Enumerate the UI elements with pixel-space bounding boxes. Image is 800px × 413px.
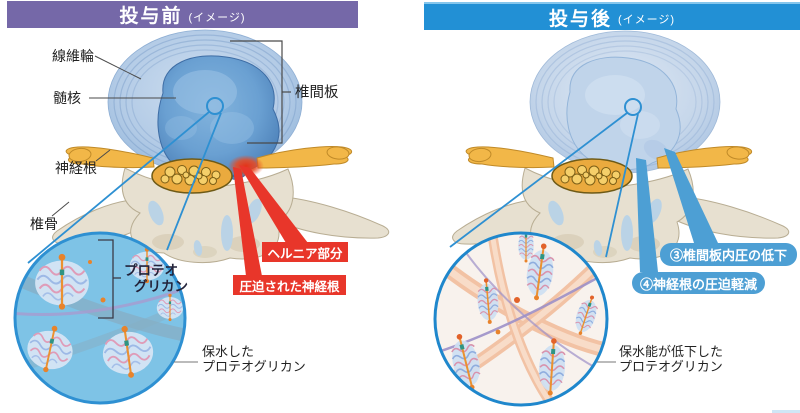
- callout-compressed-nerve: 圧迫された神経根: [233, 275, 346, 295]
- after-header: 投与後 (イメージ): [424, 2, 800, 30]
- after-header-suffix: (イメージ): [617, 14, 676, 26]
- label-hydrated-proteoglycan: 保水した プロテオグリカン: [202, 344, 306, 374]
- blue-callout-wedges: [636, 148, 718, 272]
- before-header-suffix: (イメージ): [188, 11, 246, 24]
- before-header: 投与前 (イメージ): [7, 1, 358, 28]
- label-proteoglycan: プロテオ グリカン: [124, 263, 188, 294]
- before-header-title: 投与前: [119, 6, 183, 27]
- label-disc: 椎間板: [295, 85, 339, 101]
- spinal-canal: [551, 158, 633, 194]
- label-leader-lines: [51, 40, 291, 363]
- nerve-roots: [65, 146, 353, 169]
- callout-compression-relief: ④神経根の圧迫軽減: [632, 272, 765, 294]
- magnifier-circle-dehydrated: [433, 231, 609, 407]
- nerve-roots: [465, 146, 753, 169]
- after-header-title: 投与後: [548, 8, 612, 30]
- callout-hernia: ヘルニア部分: [262, 242, 348, 262]
- label-dehydrated-proteoglycan: 保水能が低下した プロテオグリカン: [619, 344, 724, 374]
- before-illustration: [13, 29, 390, 405]
- border-fragment: [772, 410, 800, 413]
- label-nucleus-pulposus: 髄核: [53, 90, 81, 106]
- red-callout-wedges: [233, 165, 308, 276]
- magnifier-circle-hydrated: [13, 231, 187, 405]
- label-vertebra: 椎骨: [30, 216, 58, 232]
- zoom-leader-lines: [449, 98, 642, 258]
- proteoglycan-bracket: [98, 239, 121, 319]
- intervertebral-disc: [529, 30, 721, 174]
- label-nerve-root: 神経根: [55, 160, 97, 176]
- after-illustration: [433, 30, 790, 407]
- label-annulus-fibrosus: 線維輪: [52, 48, 94, 64]
- zoom-leader-lines: [27, 97, 224, 264]
- callout-pressure-drop: ③椎間板内圧の低下: [660, 243, 797, 266]
